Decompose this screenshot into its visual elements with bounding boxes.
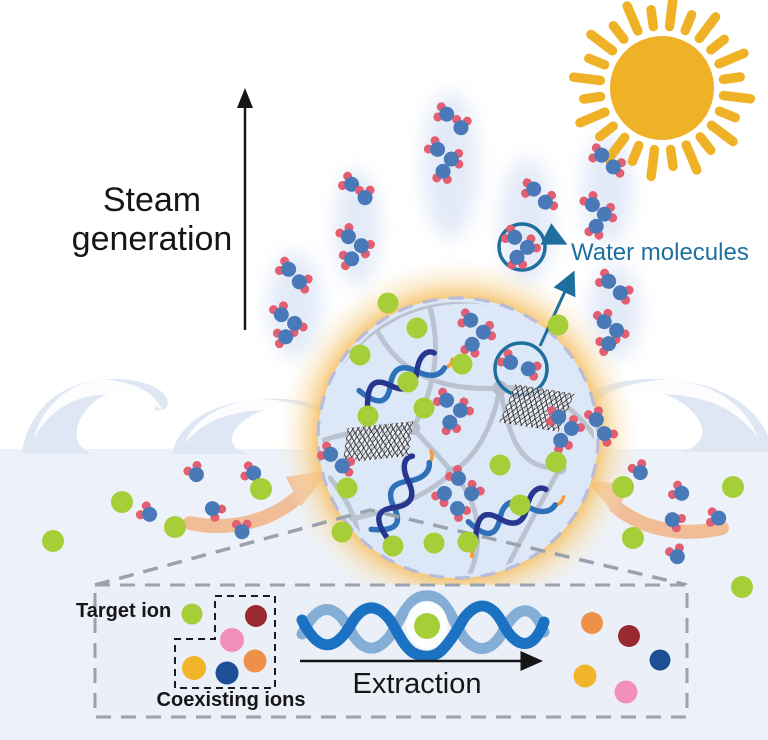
- sun-ray: [622, 1, 643, 36]
- sun-ray: [706, 34, 730, 55]
- sun-ray: [718, 90, 756, 104]
- extraction-label: Extraction: [352, 668, 482, 700]
- sun-ray: [575, 107, 610, 128]
- sun-ray: [718, 72, 745, 85]
- sun-ray: [714, 106, 740, 123]
- magnifier-lines: [94, 508, 688, 587]
- sun-ray: [694, 12, 721, 44]
- sun-ray: [646, 144, 660, 182]
- ion-group-outline: [174, 595, 276, 689]
- sun-ray: [664, 0, 678, 32]
- extraction-helix: [296, 590, 550, 662]
- sun-ray: [586, 29, 618, 56]
- sun-icon: [568, 0, 756, 182]
- sun-ray: [665, 144, 678, 171]
- sun-ray: [608, 20, 629, 44]
- sun-ray: [714, 48, 749, 69]
- sun-ray: [594, 121, 618, 142]
- target-ion-label: Target ion: [76, 600, 172, 622]
- sun-ray: [627, 140, 644, 166]
- captured-target-ion: [414, 613, 440, 639]
- steam-direction-arrow: [237, 88, 253, 330]
- sun-ray: [681, 140, 702, 175]
- coexisting-ions-label: Coexisting ions: [156, 689, 306, 711]
- sun-ray: [568, 72, 606, 86]
- sun-ray: [584, 53, 610, 70]
- water-molecules-label: Water molecules: [571, 239, 749, 266]
- steam-generation-line1: Steam: [102, 181, 202, 219]
- sun-ray: [579, 91, 606, 104]
- sun-ray: [706, 120, 738, 147]
- steam-generation-label: Steam generation: [33, 181, 271, 259]
- sun-ray: [646, 5, 659, 32]
- steam-generation-line2: generation: [71, 220, 233, 258]
- sun-ray: [680, 10, 697, 36]
- sun-ray: [695, 132, 716, 156]
